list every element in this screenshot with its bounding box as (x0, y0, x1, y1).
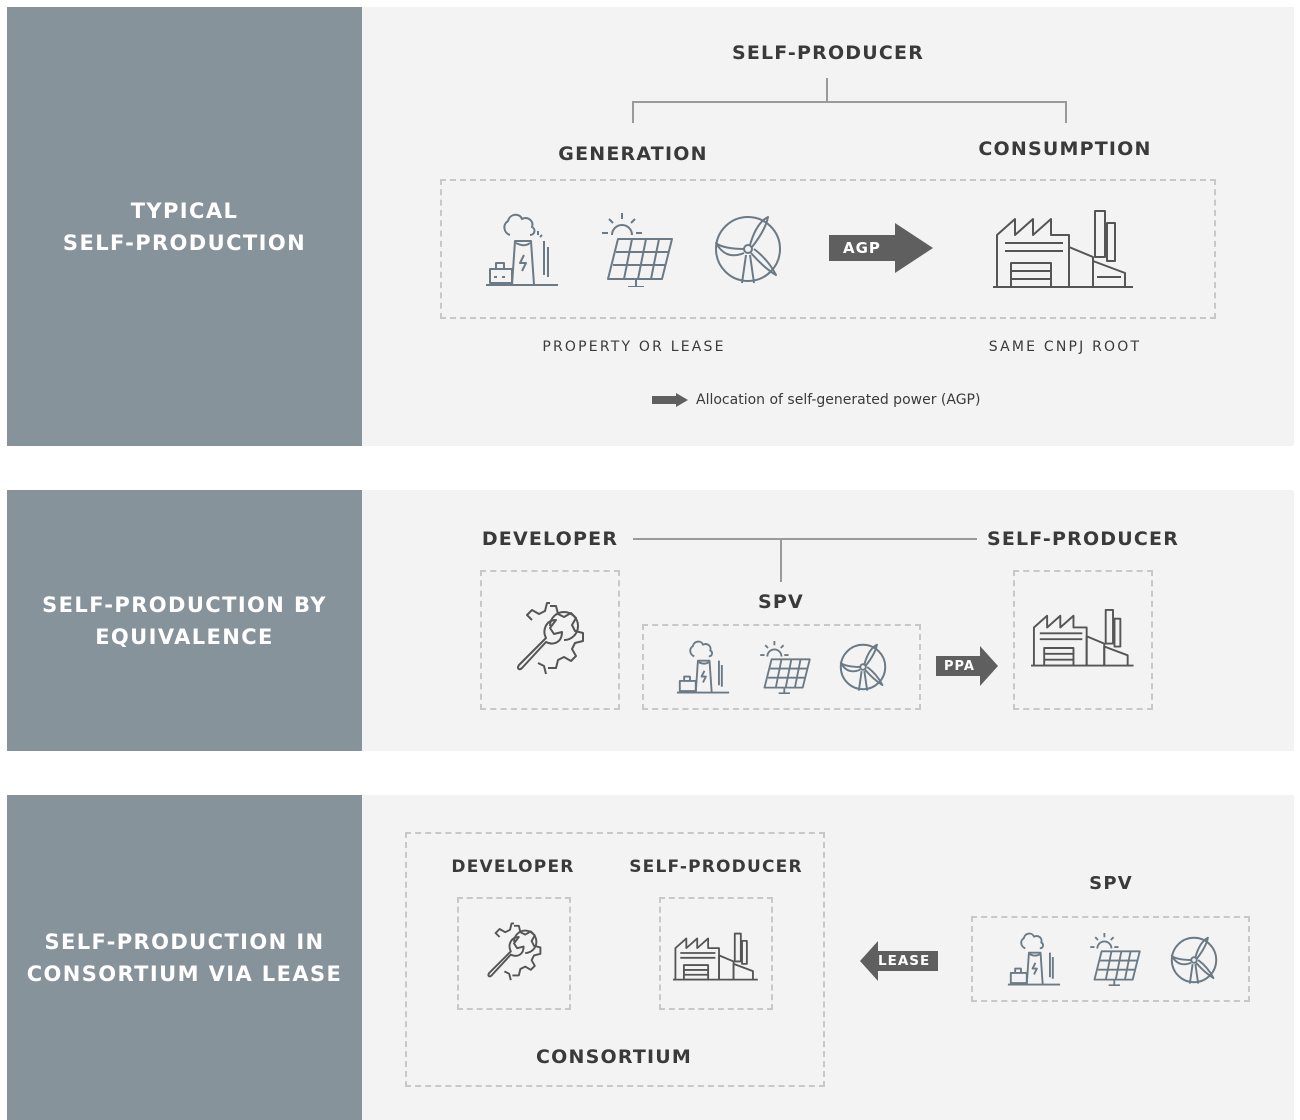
power-plant-icon (674, 636, 732, 694)
row-title: SELF-PRODUCTION BY EQUIVALENCE (42, 592, 327, 649)
side-panel: TYPICAL SELF-PRODUCTION (7, 7, 362, 446)
property-or-lease-caption: PROPERTY OR LEASE (542, 339, 726, 355)
developer-label: DEVELOPER (481, 528, 619, 550)
self-producer-label: SELF-PRODUCER (731, 42, 925, 64)
developer-box (457, 897, 571, 1010)
self-production-by-equivalence-panel: SELF-PRODUCTION BY EQUIVALENCE DEVELOPER… (7, 490, 1294, 751)
typical-self-production-panel: TYPICAL SELF-PRODUCTION SELF-PRODUCER GE… (7, 7, 1294, 446)
gear-wrench-icon (482, 921, 546, 985)
consortium-label: CONSORTIUM (536, 1046, 692, 1068)
row-title: SELF-PRODUCTION IN CONSORTIUM VIA LEASE (26, 929, 343, 986)
self-producer-box (1013, 570, 1153, 710)
power-plant-icon (482, 207, 562, 287)
self-production-in-consortium-panel: SELF-PRODUCTION IN CONSORTIUM VIA LEASE … (7, 795, 1294, 1120)
gear-wrench-icon (510, 600, 590, 680)
ppa-arrow-label: PPA (944, 659, 975, 674)
legend-arrow-icon (652, 393, 688, 407)
connector (632, 101, 634, 123)
power-plant-icon (1005, 928, 1063, 986)
wind-turbine-icon (712, 213, 784, 285)
self-producer-label: SELF-PRODUCER (629, 857, 803, 877)
self-producer-box (440, 179, 1216, 319)
developer-label: DEVELOPER (451, 857, 575, 877)
connector (826, 78, 828, 102)
wind-turbine-icon (838, 642, 888, 692)
legend-text: Allocation of self-generated power (AGP) (696, 392, 981, 408)
factory-icon (673, 931, 759, 981)
solar-panel-icon (1086, 928, 1144, 986)
generation-label: GENERATION (558, 143, 708, 165)
wind-turbine-icon (1169, 935, 1219, 985)
ppa-arrow (936, 646, 998, 686)
consumption-label: CONSUMPTION (978, 138, 1152, 160)
connector (1065, 101, 1067, 123)
connector (632, 101, 1067, 103)
solar-panel-icon (756, 636, 814, 694)
lease-arrow-label: LEASE (878, 953, 931, 969)
solar-panel-icon (596, 207, 678, 287)
spv-box (971, 916, 1250, 1002)
developer-box (480, 570, 620, 710)
spv-label: SPV (758, 591, 804, 613)
consortium-box (405, 832, 825, 1087)
same-cnpj-root-caption: SAME CNPJ ROOT (988, 339, 1142, 355)
factory-icon (993, 207, 1135, 289)
factory-icon (1031, 606, 1135, 668)
spv-label: SPV (1089, 873, 1133, 894)
self-producer-label: SELF-PRODUCER (986, 528, 1180, 550)
connector (780, 538, 782, 582)
lease-arrow (860, 941, 938, 981)
row-title: TYPICAL SELF-PRODUCTION (62, 198, 307, 255)
spv-box (642, 624, 921, 710)
connector (633, 538, 977, 540)
agp-arrow (829, 223, 933, 273)
side-panel: SELF-PRODUCTION BY EQUIVALENCE (7, 490, 362, 751)
self-producer-box (659, 897, 773, 1010)
agp-arrow-label: AGP (843, 239, 881, 257)
side-panel: SELF-PRODUCTION IN CONSORTIUM VIA LEASE (7, 795, 362, 1120)
